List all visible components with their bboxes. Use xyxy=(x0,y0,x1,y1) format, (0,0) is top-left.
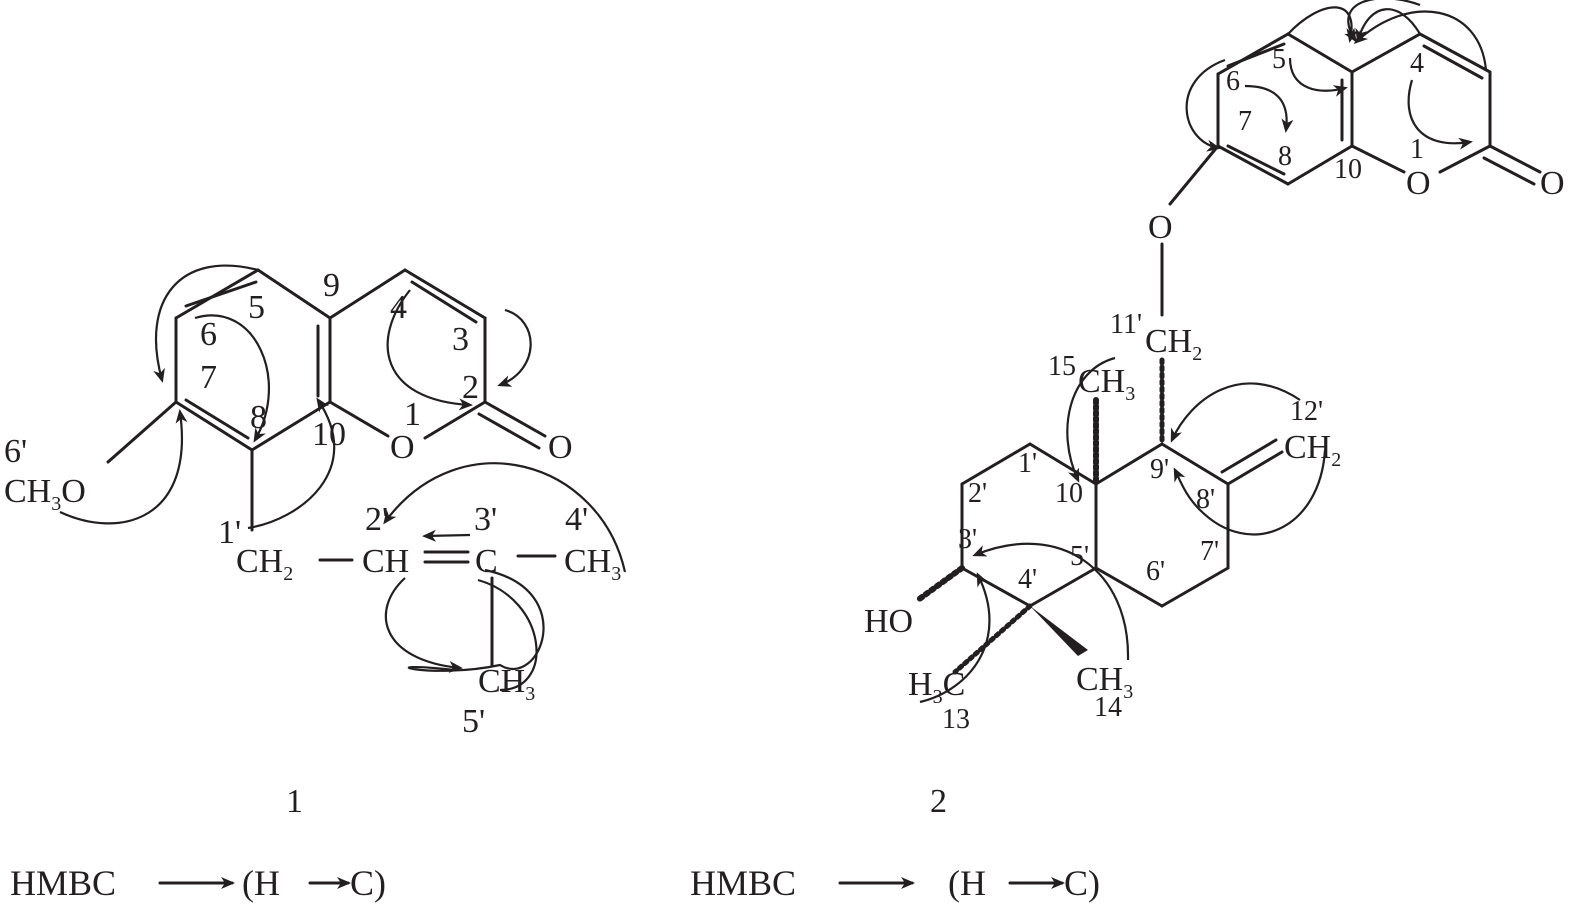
legend-right-label: HMBC xyxy=(690,863,796,903)
c2-label-8p: 8' xyxy=(1196,484,1215,515)
legend-left-end: C) xyxy=(350,863,386,903)
c2-ch3-14: CH3 xyxy=(1076,661,1133,703)
compound-2 xyxy=(915,0,1542,704)
c2-h3c: H3C xyxy=(908,666,965,708)
compound-2-number: 2 xyxy=(930,783,947,820)
c2-label-1: 1 xyxy=(1410,134,1424,165)
legend-right: HMBC (H C) xyxy=(690,863,1100,903)
c2-label-15: 15 xyxy=(1048,351,1076,382)
c2-label-14: 14 xyxy=(1094,692,1122,723)
c2-ch2-12: CH2 xyxy=(1284,429,1341,471)
c1-carbonyl-oxygen: O xyxy=(548,429,573,466)
c1-label-2p: 2' xyxy=(365,501,388,538)
c1-label-1p: 1' xyxy=(218,514,241,551)
c1-label-3: 3 xyxy=(452,321,469,358)
c2-ho: HO xyxy=(864,603,913,640)
c2-label-12p: 12' xyxy=(1290,396,1323,427)
c1-label-5: 5 xyxy=(248,289,265,326)
c1-label-1: 1 xyxy=(404,396,421,433)
c1-label-7: 7 xyxy=(200,359,217,396)
c1-ring-oxygen: O xyxy=(390,429,415,466)
c1-ch: CH xyxy=(362,543,409,580)
c2-stereo-bonds xyxy=(915,357,1165,675)
c1-label-9: 9 xyxy=(323,267,340,304)
c2-label-6: 6 xyxy=(1226,66,1240,97)
c2-label-3p: 3' xyxy=(958,524,977,555)
c1-ch3-right: CH3 xyxy=(564,543,621,585)
c2-label-13: 13 xyxy=(942,704,970,735)
c1-ch2: CH2 xyxy=(236,543,293,585)
c2-ring-oxygen: O xyxy=(1406,165,1431,202)
c2-ether-oxygen: O xyxy=(1148,209,1173,246)
c2-carbonyl-oxygen: O xyxy=(1540,165,1565,202)
c2-label-5: 5 xyxy=(1272,44,1286,75)
c1-label-6p: 6' xyxy=(4,433,27,470)
c2-label-10p: 10 xyxy=(1055,478,1083,509)
c2-label-10: 10 xyxy=(1334,154,1362,185)
c2-label-9p: 9' xyxy=(1150,454,1169,485)
c1-label-4p: 4' xyxy=(565,501,588,538)
c2-benzene-ring xyxy=(1216,32,1354,186)
compound-1 xyxy=(59,264,627,692)
c2-label-7p: 7' xyxy=(1200,536,1219,567)
c2-ch2-11: CH2 xyxy=(1145,323,1202,365)
c2-label-1p: 1' xyxy=(1018,448,1037,479)
c1-c: C xyxy=(475,543,498,580)
c1-pyranone-ring xyxy=(328,268,547,450)
c2-label-8: 8 xyxy=(1278,141,1292,172)
legend-right-end: C) xyxy=(1064,863,1100,903)
legend-left: HMBC (H C) xyxy=(10,863,386,903)
legend-right-tail: (H xyxy=(948,863,986,903)
c2-label-4p: 4' xyxy=(1018,564,1037,595)
c1-label-8: 8 xyxy=(250,399,267,436)
c1-label-3p: 3' xyxy=(474,501,497,538)
legend-left-tail: (H xyxy=(242,863,280,903)
c1-label-4: 4 xyxy=(390,289,407,326)
c2-decalin xyxy=(960,438,1284,608)
c1-label-2: 2 xyxy=(462,369,479,406)
c2-label-11p: 11' xyxy=(1110,309,1142,340)
c2-label-4: 4 xyxy=(1410,48,1424,79)
c1-methoxy: CH3O xyxy=(4,473,86,515)
c1-ch3-down: CH3 xyxy=(478,663,535,705)
c2-label-5p: 5' xyxy=(1070,541,1089,572)
c2-label-7: 7 xyxy=(1238,106,1252,137)
c2-ch3-15: CH3 xyxy=(1078,363,1135,405)
legend-left-label: HMBC xyxy=(10,863,116,903)
c2-label-6p: 6' xyxy=(1146,556,1165,587)
c2-pyranone-ring xyxy=(1350,32,1542,186)
c1-label-6: 6 xyxy=(200,316,217,353)
c1-label-10: 10 xyxy=(312,416,346,453)
c2-label-2p: 2' xyxy=(968,478,987,509)
compound-1-number: 1 xyxy=(286,783,303,820)
c1-label-5p: 5' xyxy=(462,703,485,740)
